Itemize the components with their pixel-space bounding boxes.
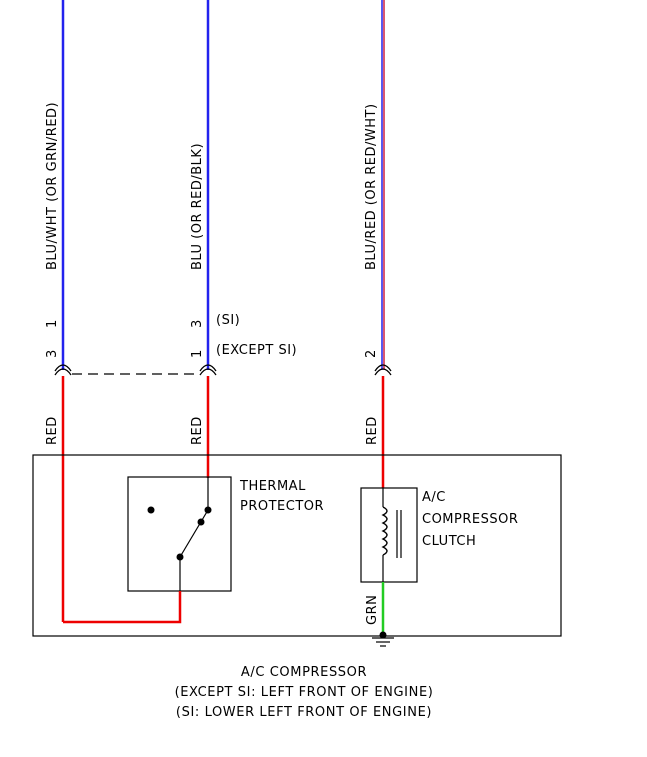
- caption-line2: (EXCEPT SI: LEFT FRONT OF ENGINE): [175, 685, 434, 700]
- compressor-housing: [32, 454, 562, 637]
- middle-pin-lower: 1: [190, 349, 205, 358]
- left-connector: [54, 368, 72, 376]
- left-pin-upper: 1: [45, 319, 60, 328]
- ground-wire-label: GRN: [365, 595, 380, 625]
- right-lower-wire-label: RED: [365, 416, 380, 445]
- clutch-label-line3: CLUTCH: [422, 534, 476, 549]
- left-pin-lower: 3: [45, 349, 60, 358]
- thermal-contact-bottom: [176, 553, 184, 561]
- clutch-label-line1: A/C: [422, 490, 446, 505]
- thermal-return-wire: [63, 591, 182, 624]
- middle-pin-upper: 3: [190, 319, 205, 328]
- thermal-protector-label-line1: THERMAL: [239, 479, 306, 494]
- clutch-box: [360, 487, 418, 583]
- middle-connector-lower: [199, 364, 217, 372]
- clutch-coil: [381, 506, 388, 556]
- except-si-note: (EXCEPT SI): [216, 343, 297, 358]
- caption-title: A/C COMPRESSOR: [241, 665, 367, 680]
- thermal-protector-label-line2: PROTECTOR: [240, 499, 324, 514]
- left-connector-lower: [54, 364, 72, 372]
- middle-connector: [199, 368, 217, 376]
- ground-junction: [379, 631, 387, 639]
- clutch-label-line2: COMPRESSOR: [422, 512, 518, 527]
- thermal-contact-mid: [197, 518, 205, 526]
- right-pin-lower: 2: [364, 349, 379, 358]
- thermal-contact-top: [204, 506, 212, 514]
- right-connector-lower: [374, 364, 392, 372]
- right-connector: [374, 368, 392, 376]
- si-note: (SI): [216, 313, 240, 328]
- left-lower-wire-label: RED: [45, 416, 60, 445]
- left-wire-color-label: BLU/WHT (OR GRN/RED): [45, 102, 60, 270]
- middle-wire-color-label: BLU (OR RED/BLK): [190, 143, 205, 270]
- middle-lower-wire-label: RED: [190, 416, 205, 445]
- caption-line3: (SI: LOWER LEFT FRONT OF ENGINE): [176, 705, 432, 720]
- thermal-contact-left: [147, 506, 155, 514]
- right-wire-color-label: BLU/RED (OR RED/WHT): [364, 103, 379, 270]
- thermal-switch-arm: [179, 509, 209, 558]
